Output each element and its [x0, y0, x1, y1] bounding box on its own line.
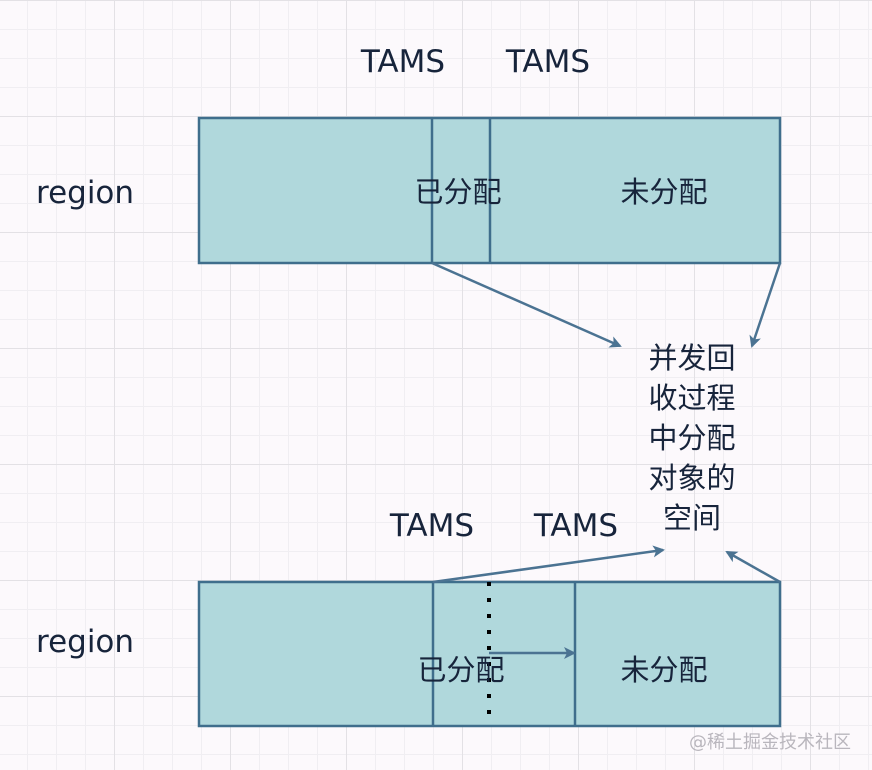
arrow-bottom-end-to-note: [725, 550, 781, 584]
note-line-2: 收过程: [648, 381, 735, 415]
top-tams-left-label: TAMS: [360, 44, 445, 80]
bottom-allocated-label: 已分配: [417, 653, 504, 687]
note-line-4: 对象的: [648, 461, 735, 495]
arrow-bottom-allocated-to-note: [432, 545, 665, 584]
top-region-label: region: [36, 175, 134, 211]
bottom-tams-left-label: TAMS: [389, 508, 474, 544]
arrow-top-end-to-note: [749, 262, 782, 348]
bottom-unallocated-label: 未分配: [620, 653, 707, 687]
arrow-top-allocated-to-note: [431, 261, 622, 348]
note-line-1: 并发回: [648, 341, 735, 375]
note-line-3: 中分配: [648, 421, 735, 455]
bottom-tams-right-label: TAMS: [533, 508, 618, 544]
note-line-5: 空间: [663, 501, 721, 535]
bottom-region-label: region: [36, 624, 134, 660]
top-unallocated-label: 未分配: [620, 175, 707, 209]
top-tams-right-label: TAMS: [505, 44, 590, 80]
watermark: @稀土掘金技术社区: [689, 732, 851, 753]
top-allocated-label: 已分配: [414, 175, 501, 209]
